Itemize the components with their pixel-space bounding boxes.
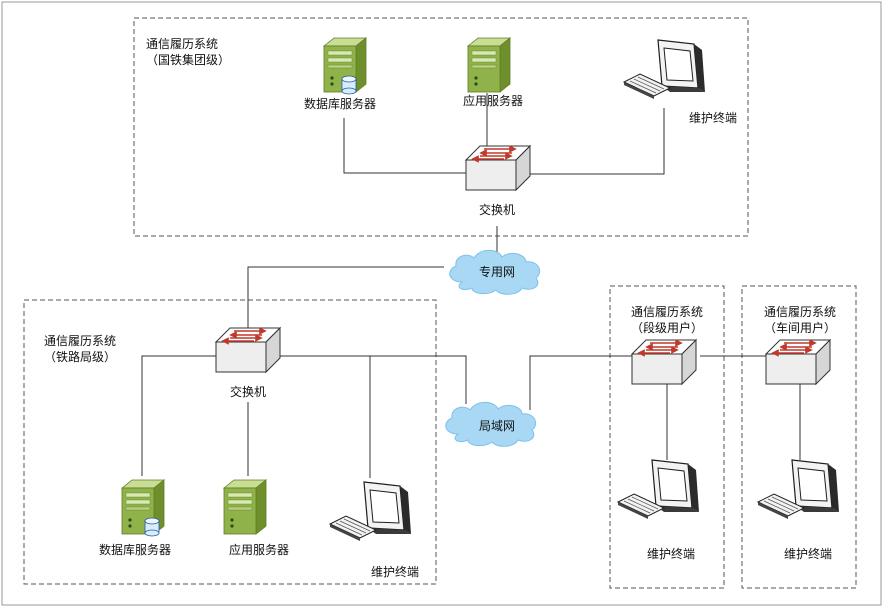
section-terminal-icon bbox=[617, 459, 700, 520]
workshop-terminal-icon bbox=[757, 459, 840, 520]
region-section-title-line2: （段级用户） bbox=[630, 321, 704, 335]
group-switch-label: 交换机 bbox=[478, 203, 516, 217]
region-group-title-line2: （国铁集团级） bbox=[146, 53, 231, 67]
region-workshop-title-line2: （车间用户） bbox=[763, 321, 837, 335]
bureau-db-server-label: 数据库服务器 bbox=[98, 543, 172, 557]
group-app-server-label: 应用服务器 bbox=[462, 94, 524, 108]
connection-lines bbox=[141, 93, 801, 478]
region-group bbox=[133, 17, 749, 237]
region-group-title-line1: 通信履历系统 bbox=[146, 37, 219, 51]
group-switch-icon bbox=[465, 145, 531, 191]
region-group-title: 通信履历系统 （国铁集团级） bbox=[146, 36, 230, 68]
region-section-title-line1: 通信履历系统 bbox=[630, 305, 704, 319]
region-bureau-title-line2: （铁路局级） bbox=[44, 350, 117, 364]
region-bureau-title-line1: 通信履历系统 bbox=[44, 334, 117, 348]
bureau-switch-icon bbox=[215, 327, 281, 373]
database-icon bbox=[144, 517, 160, 537]
section-switch-icon bbox=[631, 339, 697, 385]
workshop-switch-icon bbox=[765, 339, 831, 385]
database-icon bbox=[341, 75, 357, 95]
bureau-app-server-label: 应用服务器 bbox=[228, 543, 290, 557]
section-terminal-label: 维护终端 bbox=[646, 547, 696, 561]
group-db-server-label: 数据库服务器 bbox=[303, 97, 377, 111]
bureau-terminal-label: 维护终端 bbox=[370, 565, 420, 579]
region-workshop-title: 通信履历系统 （车间用户） bbox=[764, 304, 836, 336]
region-section bbox=[609, 285, 725, 589]
region-section-title: 通信履历系统 （段级用户） bbox=[631, 304, 703, 336]
bureau-switch-label: 交换机 bbox=[229, 385, 267, 399]
private-net-label: 专用网 bbox=[478, 265, 516, 279]
bureau-terminal-icon bbox=[329, 481, 412, 542]
lan-label: 局域网 bbox=[478, 419, 516, 433]
group-terminal-icon bbox=[623, 39, 706, 100]
group-terminal-label: 维护终端 bbox=[688, 111, 738, 125]
region-bureau-title: 通信履历系统 （铁路局级） bbox=[44, 333, 116, 365]
region-workshop bbox=[741, 285, 857, 589]
group-app-server-icon bbox=[467, 37, 511, 93]
region-workshop-title-line1: 通信履历系统 bbox=[763, 305, 837, 319]
region-bureau bbox=[23, 299, 437, 585]
workshop-terminal-label: 维护终端 bbox=[783, 547, 833, 561]
bureau-app-server-icon bbox=[223, 479, 267, 535]
